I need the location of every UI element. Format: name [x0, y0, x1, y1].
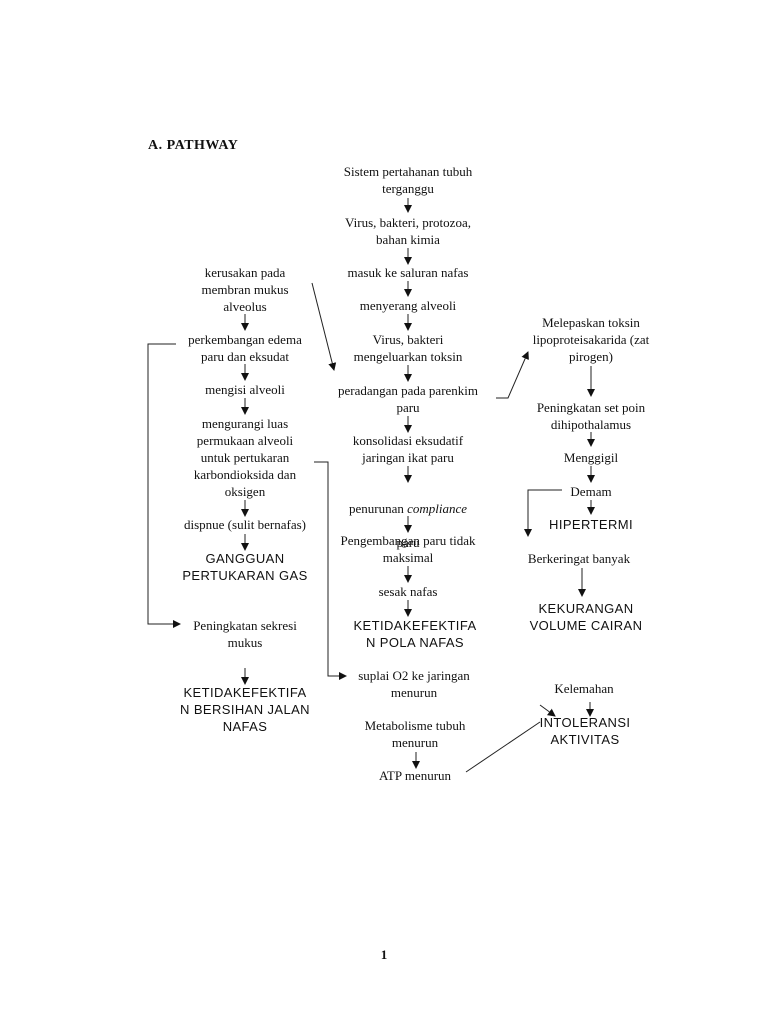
- node-virus-bakteri-protozoa: Virus, bakteri, protozoa, bahan kimia: [345, 215, 471, 247]
- node-intoleransi-aktivitas: INTOLERANSI AKTIVITAS: [539, 715, 631, 747]
- node-mengisi-alveoli: mengisi alveoli: [205, 382, 285, 397]
- node-masuk-saluran-nafas: masuk ke saluran nafas: [347, 265, 469, 280]
- bracket-demam-berkeringat: [524, 489, 562, 537]
- node-atp-menurun: ATP menurun: [378, 768, 452, 783]
- node-peradangan-parenkim: peradangan pada parenkim paru: [337, 383, 479, 415]
- node-menyerang-alveoli: menyerang alveoli: [359, 298, 457, 313]
- arrow-r8-r9-left: [539, 704, 556, 717]
- node-ketidakefektifan-bersihan: KETIDAKEFEKTIFA N BERSIHAN JALAN NAFAS: [180, 685, 310, 734]
- node-melepaskan-toksin: Melepaskan toksin lipoproteisakarida (za…: [532, 315, 650, 364]
- node-gangguan-pertukaran-gas: GANGGUAN PERTUKARAN GAS: [182, 551, 308, 583]
- connector-c6-right: [496, 351, 529, 399]
- node-edema-eksudat: perkembangan edema paru dan eksudat: [188, 332, 302, 364]
- node-berkeringat-banyak: Berkeringat banyak: [527, 551, 631, 566]
- connector-atp-intoleransi: [465, 721, 541, 773]
- section-heading: A. PATHWAY: [148, 138, 239, 153]
- node-penurunan-compliance: penurunan compliance paru: [318, 483, 498, 551]
- bracket-edema-sekresi: [147, 343, 181, 628]
- node-ketidakefektifan-pola-nafas: KETIDAKEFEKTIFA N POLA NAFAS: [353, 618, 477, 650]
- node-mengurangi-luas: mengurangi luas permukaan alveoli untuk …: [193, 416, 297, 499]
- node-pengembangan-paru: Pengembangan paru tidak maksimal: [340, 533, 476, 565]
- node-metabolisme-menurun: Metabolisme tubuh menurun: [364, 718, 466, 750]
- node-peningkatan-set-poin: Peningkatan set poin dihipothalamus: [536, 400, 646, 432]
- node-kelemahan: Kelemahan: [554, 681, 614, 696]
- node-sesak-nafas: sesak nafas: [378, 584, 438, 599]
- node-kerusakan-membran: kerusakan pada membran mukus alveolus: [201, 265, 289, 314]
- compliance-prefix: penurunan: [348, 501, 408, 516]
- node-kekurangan-volume-cairan: KEKURANGAN VOLUME CAIRAN: [529, 601, 643, 633]
- bracket-l4-c12: [314, 461, 347, 680]
- node-hipertermi: HIPERTERMI: [549, 517, 633, 532]
- node-dispnue: dispnue (sulit bernafas): [183, 517, 307, 532]
- arrow-left1-c6: [311, 282, 337, 371]
- node-peningkatan-sekresi: Peningkatan sekresi mukus: [193, 618, 297, 650]
- node-suplai-o2: suplai O2 ke jaringan menurun: [358, 668, 470, 700]
- node-sistem-pertahanan: Sistem pertahanan tubuh terganggu: [343, 164, 473, 196]
- node-menggigil: Menggigil: [563, 450, 619, 465]
- page-number: 1: [380, 947, 388, 962]
- node-konsolidasi-eksudatif: konsolidasi eksudatif jaringan ikat paru: [352, 433, 464, 465]
- node-demam: Demam: [570, 484, 612, 499]
- node-mengeluarkan-toksin: Virus, bakteri mengeluarkan toksin: [353, 332, 463, 364]
- compliance-italic: compliance: [407, 501, 468, 516]
- compliance-suffix: paru: [396, 535, 420, 550]
